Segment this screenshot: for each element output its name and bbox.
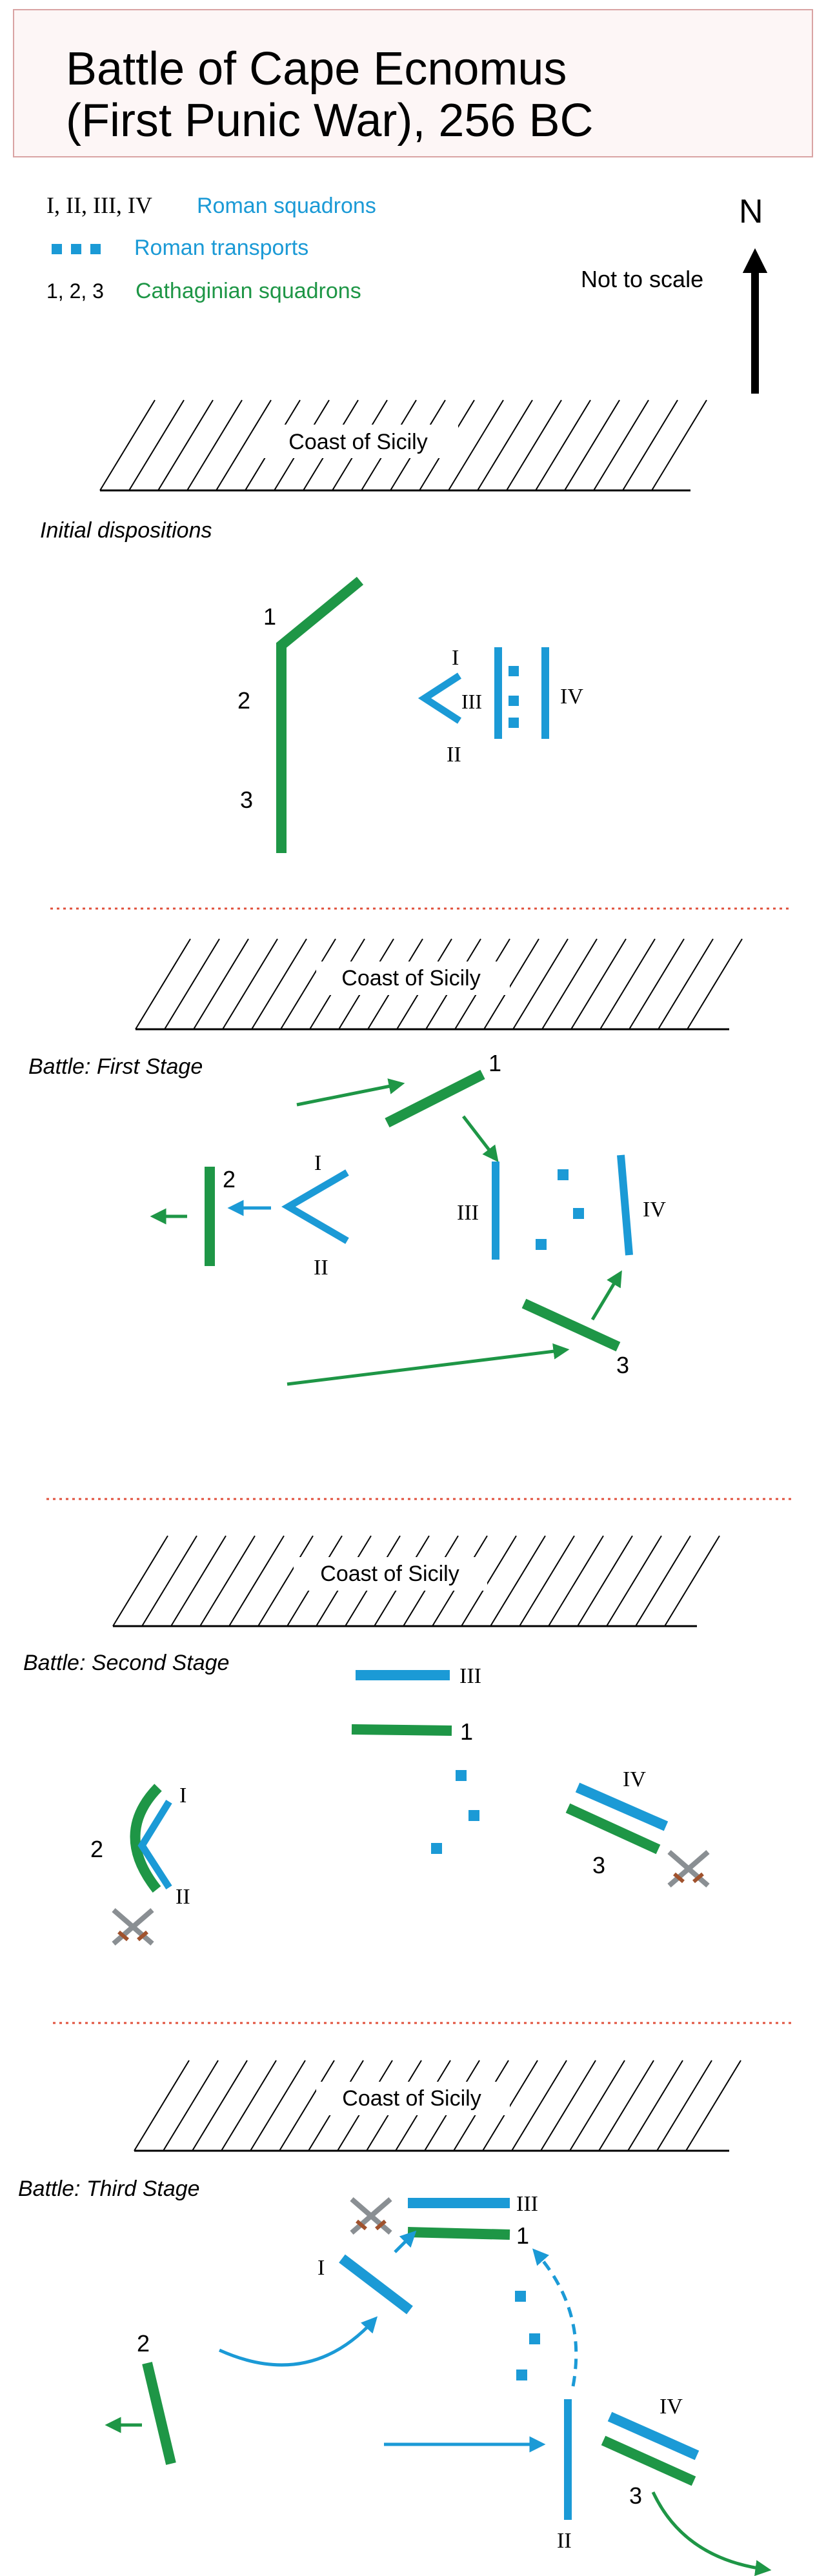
carthaginian-squadron-3-attack-arrow xyxy=(590,1270,622,1321)
title-line-2: (First Punic War), 256 BC xyxy=(66,95,594,146)
carthaginian-squadron-1-approach-arrow xyxy=(296,1078,405,1107)
carthaginian-squadron-1-label: 1 xyxy=(489,1050,501,1076)
coast-label: Coast of Sicily xyxy=(341,966,480,991)
roman-squadron-iv xyxy=(575,1782,669,1831)
carthaginian-squadron-1-label: 1 xyxy=(516,2222,529,2249)
panel-heading: Battle: Third Stage xyxy=(18,2177,200,2201)
roman-transports xyxy=(515,2291,540,2380)
title-box: Battle of Cape Ecnomus (First Punic War)… xyxy=(13,9,813,157)
carthaginian-line-formation xyxy=(276,576,364,853)
roman-squadron-iii-label: III xyxy=(457,1201,479,1225)
roman-squadron-ii-label: II xyxy=(176,1885,190,1909)
carthaginian-squadron-3-label: 3 xyxy=(240,787,253,813)
panel-heading: Initial dispositions xyxy=(40,518,212,543)
legend-carthaginian-key: 1, 2, 3 xyxy=(46,279,104,303)
panel-third-stage: Coast of Sicily Battle: Third Stage III … xyxy=(18,2060,772,2576)
roman-squadron-i-attack-arrow xyxy=(394,2230,417,2253)
coast-hatch xyxy=(134,2060,741,2152)
roman-squadron-i-label: I xyxy=(179,1784,186,1807)
carthaginian-squadron-3 xyxy=(601,2435,696,2486)
panel-heading: Battle: First Stage xyxy=(28,1054,203,1079)
coast-label: Coast of Sicily xyxy=(342,2086,481,2111)
carthaginian-squadron-3-retreat-arrow xyxy=(651,2491,772,2576)
roman-squadron-ii-label: II xyxy=(447,743,461,767)
legend-roman-label: Roman squadrons xyxy=(197,194,376,218)
legend-carthaginian-label: Cathaginian squadrons xyxy=(136,279,361,303)
roman-squadron-iii-label: III xyxy=(516,2192,538,2216)
legend: I, II, III, IV Roman squadrons Roman tra… xyxy=(46,192,768,394)
carthaginian-squadron-1-attack-arrow xyxy=(462,1115,499,1162)
roman-squadron-ii-label: II xyxy=(557,2529,572,2553)
roman-transports xyxy=(431,1770,479,1854)
legend-transport-icon xyxy=(52,244,101,254)
carthaginian-squadron-2-label: 2 xyxy=(90,1836,103,1862)
roman-squadron-ii-label: II xyxy=(314,1256,328,1280)
carthaginian-squadron-1 xyxy=(407,2227,510,2240)
roman-squadron-iv-label: IV xyxy=(623,1767,646,1791)
roman-squadron-i xyxy=(339,2254,413,2315)
carthaginian-squadron-2 xyxy=(130,1784,162,1893)
legend-roman-key: I, II, III, IV xyxy=(46,192,152,218)
coast-label: Coast of Sicily xyxy=(288,430,427,454)
roman-squadron-iii-label: III xyxy=(459,1664,481,1688)
carthaginian-squadron-3 xyxy=(521,1298,621,1352)
panel-first-stage: Coast of Sicily Battle: First Stage 1 2 … xyxy=(28,938,743,1386)
carthaginian-squadron-2-label: 2 xyxy=(223,1166,236,1192)
coast-label: Coast of Sicily xyxy=(320,1562,459,1586)
legend-transport-label: Roman transports xyxy=(134,236,308,260)
carthaginian-squadron-3-label: 3 xyxy=(616,1352,629,1378)
coast-hatch xyxy=(112,1535,720,1627)
roman-squadron-iv xyxy=(617,1154,633,1256)
carthaginian-squadron-2-label: 2 xyxy=(137,2330,150,2357)
roman-transports-escape-arrow xyxy=(532,2248,578,2387)
carthaginian-squadron-2 xyxy=(142,2362,176,2465)
carthaginian-squadron-3-label: 3 xyxy=(592,1852,605,1878)
title-line-1: Battle of Cape Ecnomus xyxy=(66,43,567,95)
roman-squadron-iv-label: IV xyxy=(660,2395,683,2419)
roman-squadron-i-label: I xyxy=(317,2256,325,2280)
crossed-swords-icon xyxy=(667,1849,710,1888)
roman-squadron-i-return-arrow xyxy=(218,2316,378,2367)
not-to-scale-note: Not to scale xyxy=(581,266,703,292)
roman-squadron-i-label: I xyxy=(314,1151,321,1175)
carthaginian-squadron-1-label: 1 xyxy=(460,1718,473,1745)
roman-wedge-squadrons-i-ii xyxy=(137,1800,172,1889)
carthaginian-squadron-3 xyxy=(565,1803,661,1855)
coast-hatch xyxy=(99,399,707,492)
north-label: N xyxy=(739,193,763,230)
roman-wedge-squadrons-i-ii xyxy=(281,1169,349,1244)
crossed-swords-icon xyxy=(112,1907,154,1946)
carthaginian-squadron-2-label: 2 xyxy=(237,687,250,714)
roman-squadron-iv xyxy=(607,2411,700,2460)
coast-hatch xyxy=(135,938,743,1031)
roman-transports xyxy=(536,1169,584,1250)
roman-squadron-i-label: I xyxy=(452,646,459,670)
panel-second-stage: Coast of Sicily Battle: Second Stage III… xyxy=(23,1535,720,1946)
roman-transports xyxy=(509,666,519,728)
carthaginian-squadron-1 xyxy=(351,1724,452,1736)
roman-squadron-iii-label: III xyxy=(461,690,482,713)
carthaginian-squadron-1 xyxy=(385,1069,485,1128)
roman-wedge-squadrons-i-ii xyxy=(418,672,461,724)
crossed-swords-icon xyxy=(350,2197,392,2235)
carthaginian-squadron-3-label: 3 xyxy=(629,2482,642,2509)
roman-squadron-iv-label: IV xyxy=(560,685,583,709)
panel-heading: Battle: Second Stage xyxy=(23,1651,229,1675)
roman-squadron-iv-label: IV xyxy=(643,1198,666,1222)
carthaginian-squadron-1-label: 1 xyxy=(263,603,276,630)
panel-initial-dispositions: Coast of Sicily Initial dispositions 1 2… xyxy=(40,399,707,853)
carthaginian-squadron-3-approach-arrow xyxy=(287,1343,570,1386)
